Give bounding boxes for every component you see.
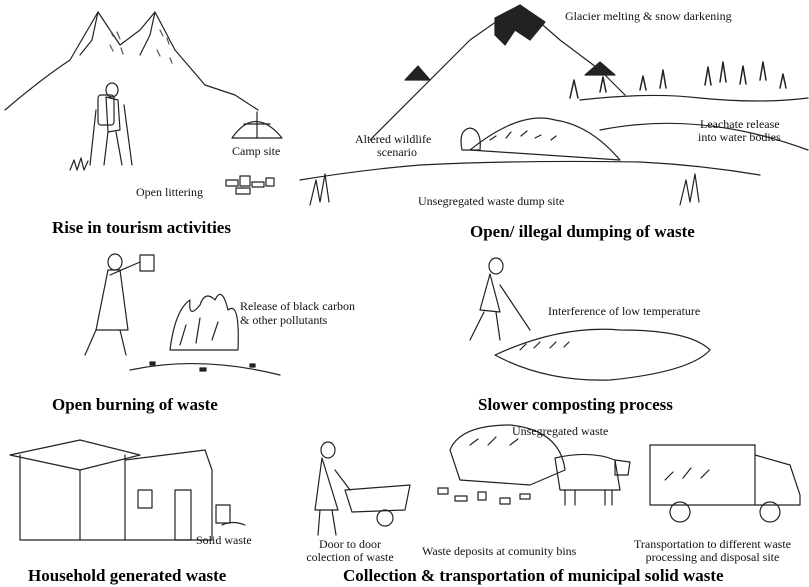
caption-collection: Collection & transportation of municipal…: [343, 566, 724, 585]
snow-mountain: [370, 5, 625, 140]
label-dump-site: Unsegregated waste dump site: [418, 194, 565, 208]
wildlife-animal: [461, 128, 480, 150]
caption-composting: Slower composting process: [478, 395, 673, 414]
label-open-littering: Open littering: [136, 185, 203, 199]
hiker-figure: [90, 83, 132, 165]
label-door-2: colection of waste: [306, 550, 394, 564]
label-leachate-1: Leachate release: [700, 117, 780, 131]
transport-truck: [650, 445, 800, 522]
label-low-temp: Interference of low temperature: [548, 304, 701, 318]
fire-flames: [170, 294, 238, 350]
label-camp-site: Camp site: [232, 144, 281, 158]
caption-tourism: Rise in tourism activities: [52, 218, 231, 237]
waste-debris: [438, 488, 530, 504]
label-wildlife-2: scenario: [377, 145, 417, 159]
label-unsegregated: Unsegregated waste: [512, 424, 609, 438]
label-black-carbon-2: & other pollutants: [240, 313, 328, 327]
label-solid-waste: Solid waste: [196, 533, 252, 547]
grass-tuft: [310, 174, 329, 205]
label-transport-1: Transportation to different waste: [634, 537, 791, 551]
caption-household: Household generated waste: [28, 566, 227, 585]
label-door-1: Door to door: [319, 537, 381, 551]
waste-bin: [216, 505, 245, 525]
community-bin-cart: [450, 425, 565, 485]
label-transport-2: processing and disposal site: [645, 550, 780, 564]
forest-trees: [570, 62, 786, 98]
label-wildlife-1: Altered wildlife: [355, 132, 432, 146]
cow-animal: [555, 454, 630, 505]
label-black-carbon-1: Release of black carbon: [240, 299, 355, 313]
litter-pile: [226, 176, 274, 194]
person-burning: [85, 254, 154, 355]
label-leachate-2: into water bodies: [698, 130, 781, 144]
waste-dump-heap: [470, 118, 620, 160]
waste-ash-bed: [130, 364, 280, 375]
compost-pit: [495, 329, 710, 380]
tent-icon: [232, 112, 282, 138]
river: [580, 95, 808, 150]
person-composting: [470, 258, 530, 340]
carbon-particles: [150, 362, 255, 371]
ground-line: [300, 161, 760, 180]
person-wheelbarrow: [315, 442, 410, 535]
caption-dumping: Open/ illegal dumping of waste: [470, 222, 695, 241]
label-glacier: Glacier melting & snow darkening: [565, 9, 732, 23]
caption-burning: Open burning of waste: [52, 395, 218, 414]
grass-tuft: [70, 158, 88, 170]
house-drawing: [10, 440, 212, 540]
label-bins: Waste deposits at comunity bins: [422, 544, 577, 558]
mountain-range: [5, 12, 258, 110]
grass-tuft: [680, 174, 699, 205]
